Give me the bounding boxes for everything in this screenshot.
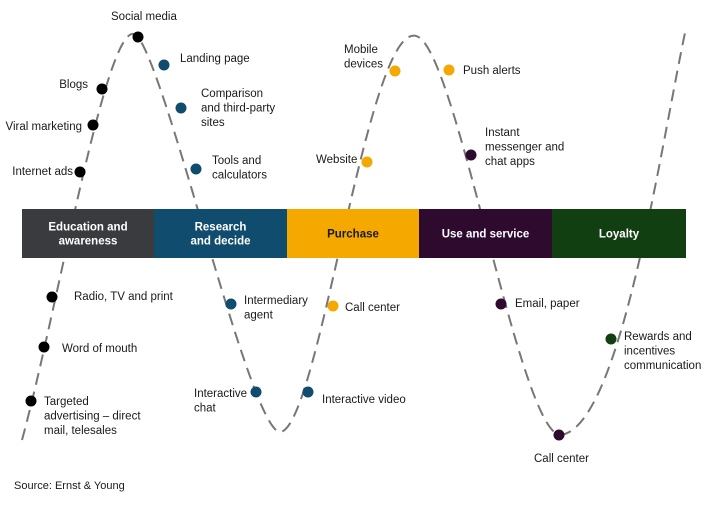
touchpoint-internet-ads-label: Internet ads <box>12 166 73 178</box>
touchpoint-radio-tv-print-dot <box>46 291 58 303</box>
stage-use: Use and service <box>419 209 552 258</box>
touchpoint-rewards-incentives-label: Rewards and <box>624 331 692 343</box>
touchpoint-intermediary-agent-dot <box>225 298 237 310</box>
touchpoint-blogs-label: Blogs <box>59 79 88 91</box>
touchpoint-interactive-video-dot <box>302 386 314 398</box>
touchpoint-word-of-mouth: Word of mouth <box>38 341 137 355</box>
touchpoint-rewards-incentives-label: communication <box>624 360 701 372</box>
stage-research: Research and decide <box>154 209 287 258</box>
touchpoint-comparison-sites: Comparison and third-party sites <box>175 88 275 129</box>
touchpoint-mobile-devices-label: Mobile <box>344 44 378 56</box>
touchpoint-mobile-devices-label: devices <box>344 59 383 71</box>
stage-loyalty-block <box>552 209 686 258</box>
touchpoint-tools-calculators-dot <box>190 163 202 175</box>
touchpoint-rewards-incentives: Rewards and incentives communication <box>605 331 701 372</box>
stage-use-block <box>419 209 552 258</box>
touchpoint-blogs: Blogs <box>59 79 108 95</box>
touchpoint-instant-messenger: Instant messenger and chat apps <box>465 127 564 168</box>
touchpoint-mobile-devices-dot <box>389 65 401 77</box>
touchpoint-blogs-dot <box>96 83 108 95</box>
touchpoint-push-alerts-dot <box>443 64 455 76</box>
touchpoint-targeted-advertising-label: mail, telesales <box>44 425 117 437</box>
touchpoint-call-center-use: Call center <box>534 429 589 465</box>
touchpoint-social-media-label: Social media <box>111 11 177 23</box>
touchpoint-mobile-devices: Mobile devices <box>344 44 401 77</box>
stage-purchase-block <box>287 209 419 258</box>
stage-research-block <box>154 209 287 258</box>
touchpoint-interactive-chat-label: Interactive <box>194 388 247 400</box>
touchpoint-website-label: Website <box>316 154 357 166</box>
touchpoint-tools-calculators-label: calculators <box>212 170 267 182</box>
touchpoint-intermediary-agent: Intermediary agent <box>225 295 308 322</box>
stage-bar: Education and awareness Research and decide… <box>22 209 686 258</box>
touchpoint-viral-marketing-dot <box>87 119 99 131</box>
touchpoint-comparison-sites-label: sites <box>201 117 225 129</box>
touchpoint-push-alerts-label: Push alerts <box>463 65 521 77</box>
touchpoint-targeted-advertising-label: Targeted <box>44 396 89 408</box>
touchpoint-push-alerts: Push alerts <box>443 64 521 77</box>
touchpoint-word-of-mouth-dot <box>38 341 50 353</box>
touchpoint-email-paper-dot <box>495 298 507 310</box>
touchpoint-viral-marketing-label: Viral marketing <box>6 121 83 133</box>
touchpoint-email-paper: Email, paper <box>495 298 580 310</box>
touchpoint-tools-calculators-label: Tools and <box>212 155 261 167</box>
touchpoint-viral-marketing: Viral marketing <box>6 119 99 133</box>
stage-education-block <box>22 209 154 258</box>
touchpoint-call-center-purchase-dot <box>327 300 339 312</box>
touchpoint-call-center-use-label: Call center <box>534 453 589 465</box>
touchpoint-interactive-chat: Interactive chat <box>194 386 262 415</box>
touchpoint-interactive-chat-label: chat <box>194 403 217 415</box>
touchpoint-targeted-advertising-label: advertising – direct <box>44 411 141 423</box>
touchpoint-call-center-use-dot <box>553 429 565 441</box>
touchpoint-landing-page-label: Landing page <box>180 53 250 65</box>
touchpoint-email-paper-label: Email, paper <box>515 298 580 310</box>
stage-research-label: Research <box>195 222 247 234</box>
touchpoint-intermediary-agent-label: Intermediary <box>244 295 308 307</box>
stage-research-label: and decide <box>190 236 250 248</box>
touchpoint-website: Website <box>316 154 373 168</box>
touchpoint-instant-messenger-label: Instant <box>485 127 520 139</box>
touchpoint-landing-page: Landing page <box>158 53 250 71</box>
touchpoint-social-media-dot <box>132 31 144 43</box>
touchpoint-targeted-advertising-dot <box>25 395 37 407</box>
touchpoint-landing-page-dot <box>158 59 170 71</box>
stage-use-label: Use and service <box>442 229 530 241</box>
touchpoint-internet-ads-dot <box>74 166 86 178</box>
touchpoint-website-dot <box>361 156 373 168</box>
touchpoint-interactive-chat-dot <box>250 386 262 398</box>
touchpoint-radio-tv-print-label: Radio, TV and print <box>74 291 174 303</box>
stage-purchase: Purchase <box>287 209 419 258</box>
touchpoint-radio-tv-print: Radio, TV and print <box>46 291 174 303</box>
touchpoint-instant-messenger-label: chat apps <box>485 156 535 168</box>
touchpoint-intermediary-agent-label: agent <box>244 310 274 322</box>
touchpoint-word-of-mouth-label: Word of mouth <box>62 343 137 355</box>
touchpoint-call-center-purchase: Call center <box>327 300 400 314</box>
touchpoint-social-media: Social media <box>111 11 177 43</box>
stage-education-label: Education and <box>48 222 127 234</box>
touchpoint-call-center-purchase-label: Call center <box>345 302 400 314</box>
touchpoint-targeted-advertising: Targeted advertising – direct mail, telesa… <box>25 395 141 437</box>
touchpoint-comparison-sites-dot <box>175 102 187 114</box>
touchpoint-interactive-video: Interactive video <box>302 386 406 406</box>
stage-education-label: awareness <box>59 236 118 248</box>
touchpoint-interactive-video-label: Interactive video <box>322 394 406 406</box>
stage-education: Education and awareness <box>22 209 154 258</box>
touchpoint-comparison-sites-label: and third-party <box>201 103 275 115</box>
stage-purchase-label: Purchase <box>327 229 379 241</box>
stage-loyalty: Loyalty <box>552 209 686 258</box>
source-note: Source: Ernst & Young <box>14 480 125 492</box>
touchpoint-instant-messenger-label: messenger and <box>485 142 564 154</box>
touchpoint-instant-messenger-dot <box>465 149 477 161</box>
touchpoint-rewards-incentives-dot <box>605 333 617 345</box>
touchpoint-internet-ads: Internet ads <box>12 166 86 178</box>
touchpoint-tools-calculators: Tools and calculators <box>190 155 267 182</box>
touchpoint-comparison-sites-label: Comparison <box>201 88 263 100</box>
stage-loyalty-label: Loyalty <box>599 229 640 241</box>
touchpoint-rewards-incentives-label: incentives <box>624 346 675 358</box>
